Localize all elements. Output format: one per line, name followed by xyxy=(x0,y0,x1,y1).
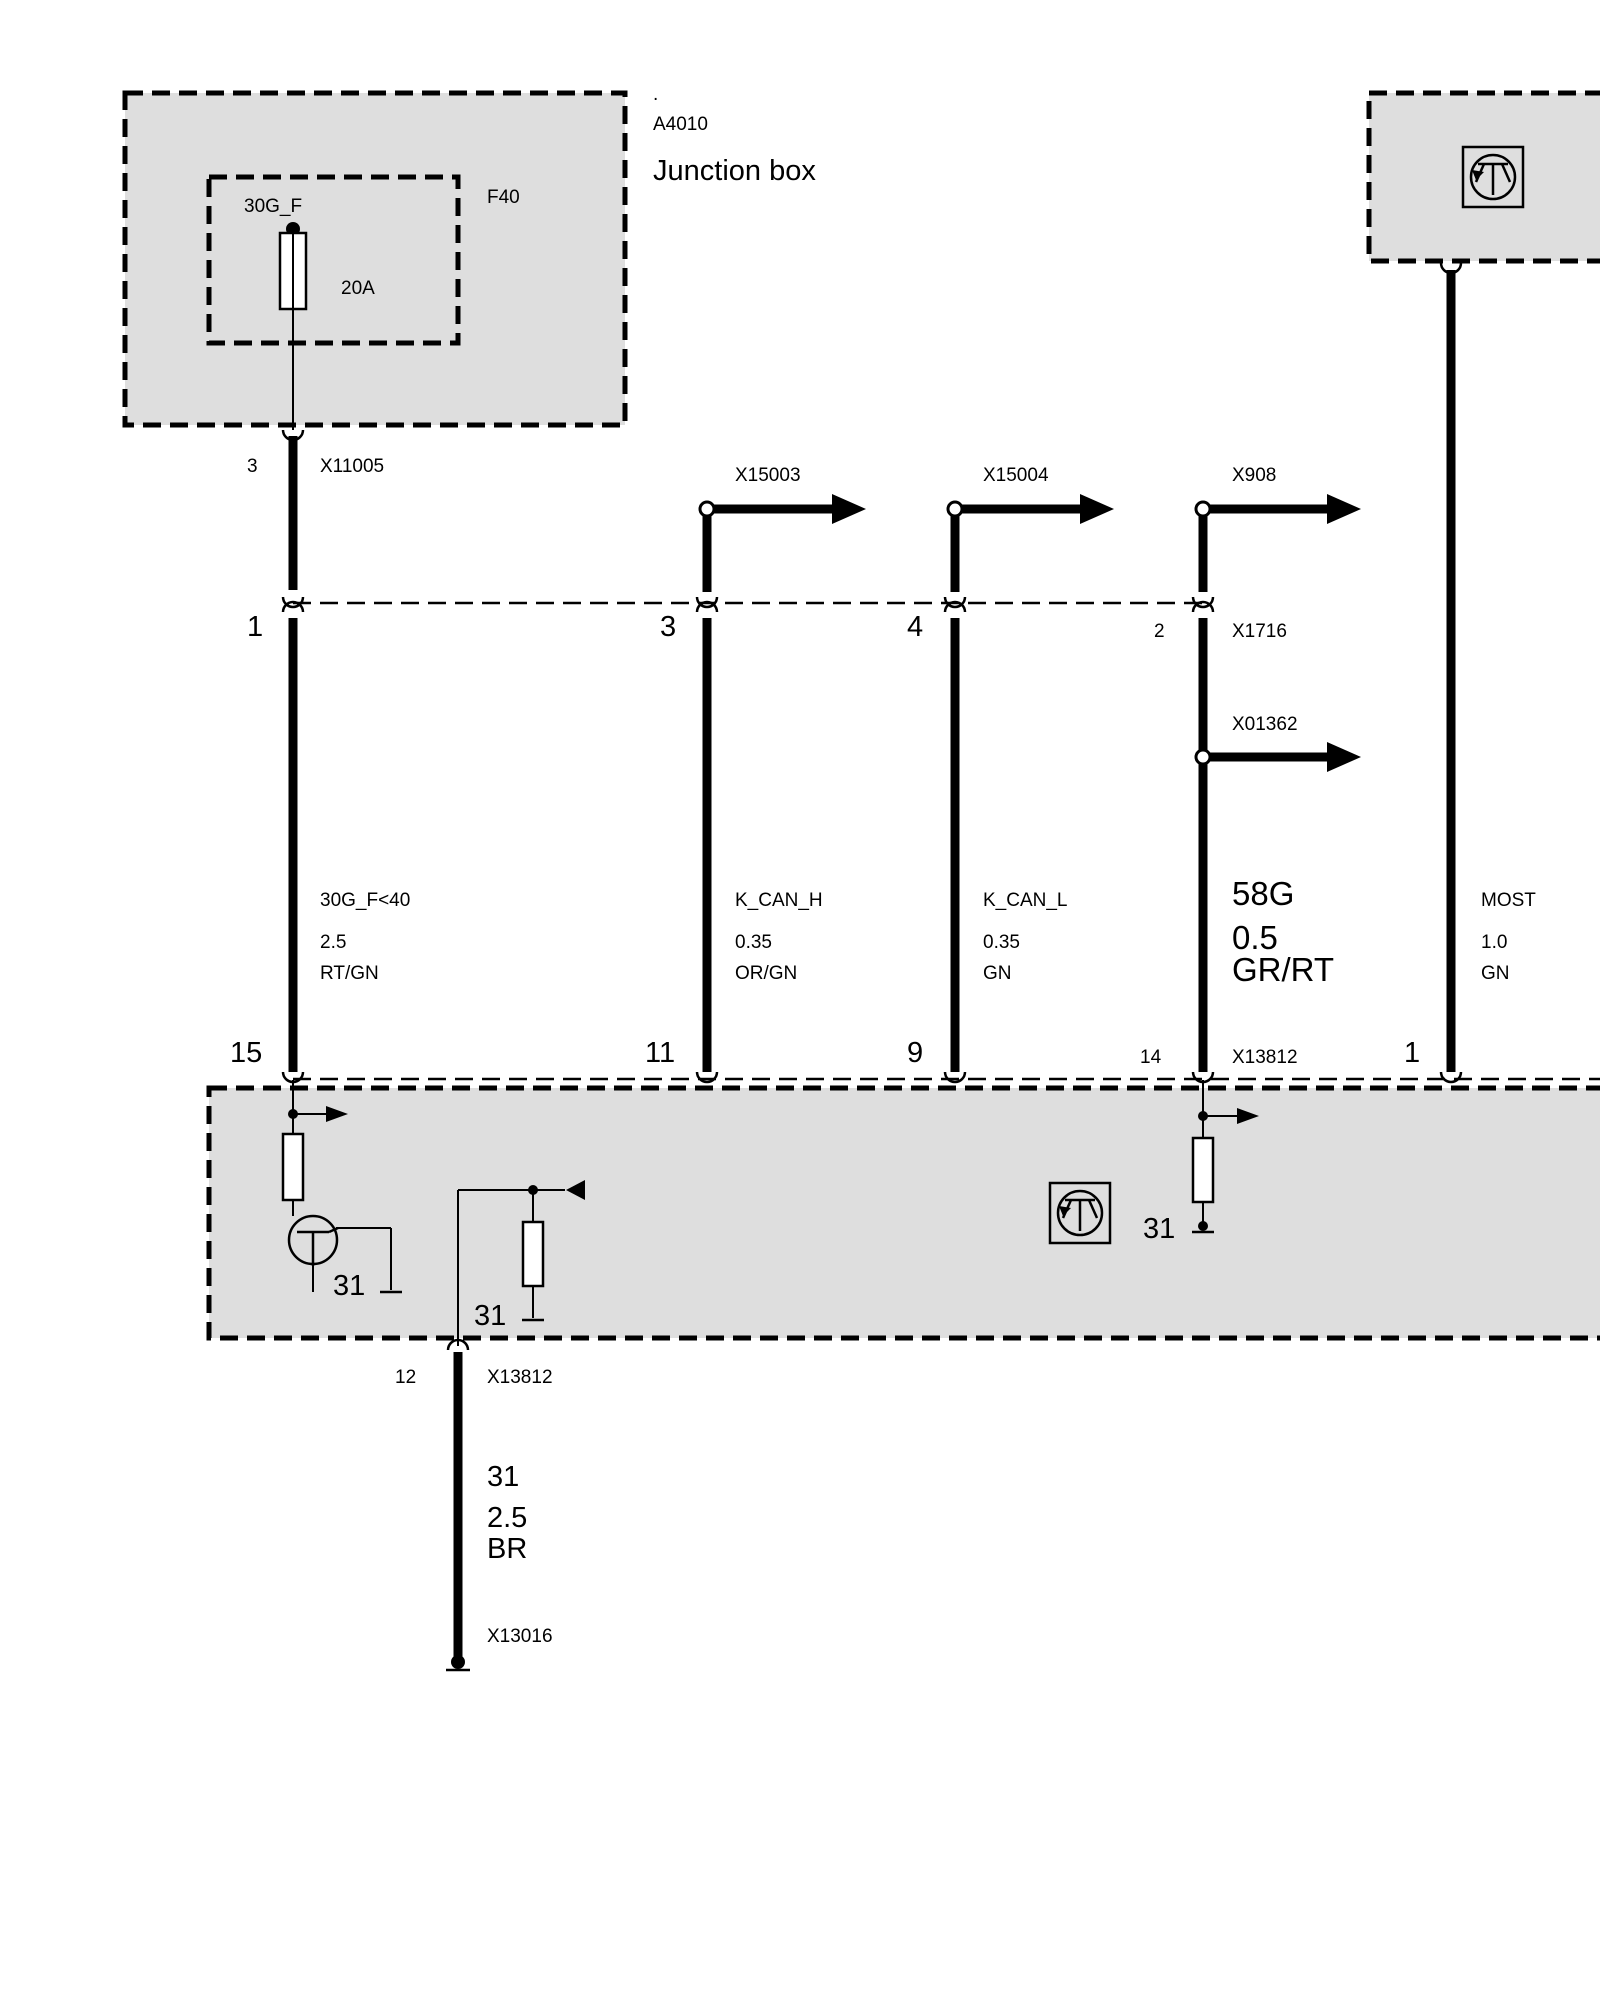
connector-x908-label: X908 xyxy=(1232,465,1276,486)
wire-gauge-label: 1.0 xyxy=(1481,932,1507,953)
fuse-id-label: F40 xyxy=(487,187,520,208)
bottom-module-outline xyxy=(206,1085,1600,1341)
wire-signal-label: 30G_F<40 xyxy=(320,890,410,911)
wire-signal-label: MOST xyxy=(1481,890,1536,911)
arrow-icon xyxy=(326,1106,348,1122)
ground-terminal-label: X13016 xyxy=(487,1626,553,1647)
fuse-terminal-label: 30G_F xyxy=(244,196,302,217)
connector-x15003-label: X15003 xyxy=(735,465,801,486)
ground-label-2: 31 xyxy=(474,1300,506,1332)
fuse-holder-outline xyxy=(206,174,461,346)
ground-icon xyxy=(446,1655,470,1672)
arrow-icon xyxy=(698,494,866,524)
module-pin-14: 14 xyxy=(1140,1047,1162,1068)
wire-signal-label: 58G xyxy=(1232,875,1294,912)
ground-wire-gauge: 2.5 xyxy=(487,1502,527,1534)
ground-connector-label: X13812 xyxy=(487,1367,553,1388)
transistor-icon xyxy=(287,1214,339,1266)
splice-pin-icons xyxy=(281,596,1215,613)
top-right-module xyxy=(1366,90,1600,275)
junction-box-outline xyxy=(122,90,628,428)
ground-sense-circuit xyxy=(457,1180,585,1346)
wire-gauge-label: 2.5 xyxy=(320,932,346,953)
module-dot: . xyxy=(653,84,658,105)
connector-x15004-label: X15004 xyxy=(983,465,1049,486)
module-name-label: Junction box xyxy=(653,155,816,187)
input-circuit-58g xyxy=(1191,1080,1259,1234)
splice-connector-label: X1716 xyxy=(1232,621,1287,642)
wire-color-label: GR/RT xyxy=(1232,951,1334,988)
connector-x01362-label: X01362 xyxy=(1232,714,1298,735)
module-pin-15: 15 xyxy=(230,1037,262,1069)
module-pin-1: 1 xyxy=(1404,1037,1420,1069)
splice-pin-4: 4 xyxy=(907,611,923,643)
resistor-icon xyxy=(521,1220,545,1288)
module-connector-label: X13812 xyxy=(1232,1047,1298,1068)
wire-color-label: RT/GN xyxy=(320,963,379,984)
wire-gauge-label: 0.35 xyxy=(735,932,772,953)
module-pin-9: 9 xyxy=(907,1037,923,1069)
splice-pin-2: 2 xyxy=(1154,621,1165,642)
transistor-icon xyxy=(1048,1181,1112,1245)
ground-wire-color: BR xyxy=(487,1533,527,1565)
arrow-icon xyxy=(1194,494,1361,524)
wire-signal-label: K_CAN_H xyxy=(735,890,823,911)
ground-wire-signal: 31 xyxy=(487,1461,519,1493)
top-right-module-outline xyxy=(1366,90,1600,264)
arrow-icon xyxy=(1194,742,1361,772)
wire-color-label: GN xyxy=(1481,963,1510,984)
connector-x11005-pin: 3 xyxy=(247,456,258,477)
arrow-icon xyxy=(1237,1108,1259,1124)
module-id-label: A4010 xyxy=(653,114,708,135)
ground-label-3: 31 xyxy=(1143,1213,1175,1245)
connector-pin-icon xyxy=(446,1338,470,1351)
wire-gauge-label: 0.5 xyxy=(1232,919,1278,956)
arrow-icon xyxy=(946,494,1114,524)
fuse-rating-label: 20A xyxy=(341,278,375,299)
wire-color-label: GN xyxy=(983,963,1012,984)
splice-pin-3: 3 xyxy=(660,611,676,643)
module-pin-11: 11 xyxy=(645,1037,675,1069)
wire-signal-label: K_CAN_L xyxy=(983,890,1068,911)
input-circuit-30g xyxy=(281,1080,402,1294)
ground-label-1: 31 xyxy=(333,1270,365,1302)
resistor-icon xyxy=(1191,1136,1215,1204)
ground-pin-label: 12 xyxy=(395,1367,416,1388)
arrow-icon xyxy=(566,1180,585,1200)
wire-color-label: OR/GN xyxy=(735,963,797,984)
connector-x11005-label: X11005 xyxy=(320,456,384,477)
splice-pin-1: 1 xyxy=(247,611,263,643)
wire-gauge-label: 0.35 xyxy=(983,932,1020,953)
transistor-icon xyxy=(1461,145,1525,209)
resistor-icon xyxy=(281,1132,305,1202)
module-pin-icons xyxy=(281,1071,1463,1084)
fuse-icon xyxy=(278,222,308,430)
junction-box-module: 30G_F 20A F40 xyxy=(122,90,628,430)
